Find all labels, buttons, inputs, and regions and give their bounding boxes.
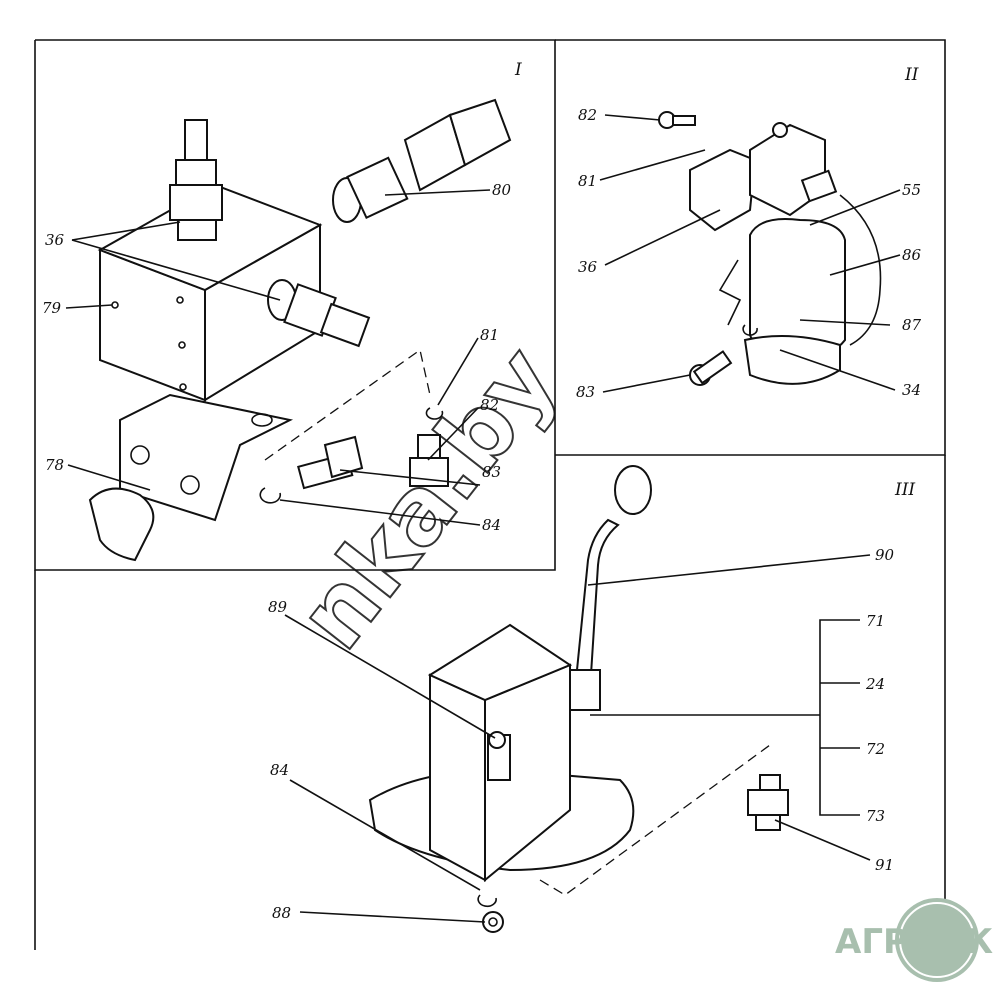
- logo-text: АГРОНК: [835, 922, 993, 962]
- label-72: 72: [866, 740, 885, 758]
- label-36: 36: [45, 231, 65, 249]
- label-34: 34: [902, 381, 921, 399]
- panel-1: I: [42, 60, 522, 562]
- fitting-36-top: [169, 119, 223, 241]
- label-83: 83: [482, 463, 501, 481]
- label-84: 84: [270, 761, 289, 779]
- leader-lines-panel1: [65, 189, 491, 526]
- fitting-91: [747, 774, 789, 831]
- label-24: 24: [865, 675, 885, 693]
- label-79: 79: [42, 299, 62, 317]
- bolt-83-panel1: [297, 435, 364, 490]
- agronk-logo: АГРОНК: [835, 898, 993, 982]
- cap-part: [88, 487, 155, 562]
- label-90: 90: [875, 546, 895, 564]
- label-86: 86: [902, 246, 922, 264]
- panel-3: III: [268, 465, 915, 933]
- watermark-text: nka.by: [278, 327, 578, 668]
- filter-assembly: [689, 122, 882, 385]
- panel-frames: [34, 39, 946, 950]
- washer-84: [259, 487, 282, 504]
- washer-84-panel3: [477, 894, 497, 908]
- label-55: 55: [902, 181, 921, 199]
- washer-81: [425, 407, 444, 420]
- panel-2: II 82 81 36 55 86 87 83: [576, 65, 922, 401]
- label-82: 82: [480, 396, 499, 414]
- label-87: 87: [902, 316, 922, 334]
- leader-lines-panel3: [284, 554, 871, 923]
- label-91: 91: [875, 856, 894, 874]
- label-88: 88: [272, 904, 291, 922]
- fitting-side: [267, 279, 371, 348]
- label-82: 82: [578, 106, 597, 124]
- leader-lines-panel2: [599, 114, 901, 393]
- panel-1-numeral: I: [514, 60, 522, 80]
- bolt-82-panel1: [409, 434, 449, 487]
- bolt-83-panel2: [689, 350, 733, 386]
- control-valve-assembly: [368, 465, 652, 883]
- nut-88: [482, 911, 504, 933]
- label-78: 78: [45, 456, 64, 474]
- label-73: 73: [866, 807, 885, 825]
- label-84: 84: [482, 516, 501, 534]
- panel-3-numeral: III: [894, 480, 915, 500]
- bolt-82-panel2: [658, 111, 696, 129]
- label-81: 81: [480, 326, 499, 344]
- label-71: 71: [866, 612, 885, 630]
- fitting-80: [332, 98, 512, 223]
- label-81: 81: [578, 172, 597, 190]
- label-80: 80: [492, 181, 512, 199]
- label-36: 36: [578, 258, 598, 276]
- panel-2-numeral: II: [904, 65, 919, 85]
- label-83: 83: [576, 383, 595, 401]
- label-89: 89: [268, 598, 288, 616]
